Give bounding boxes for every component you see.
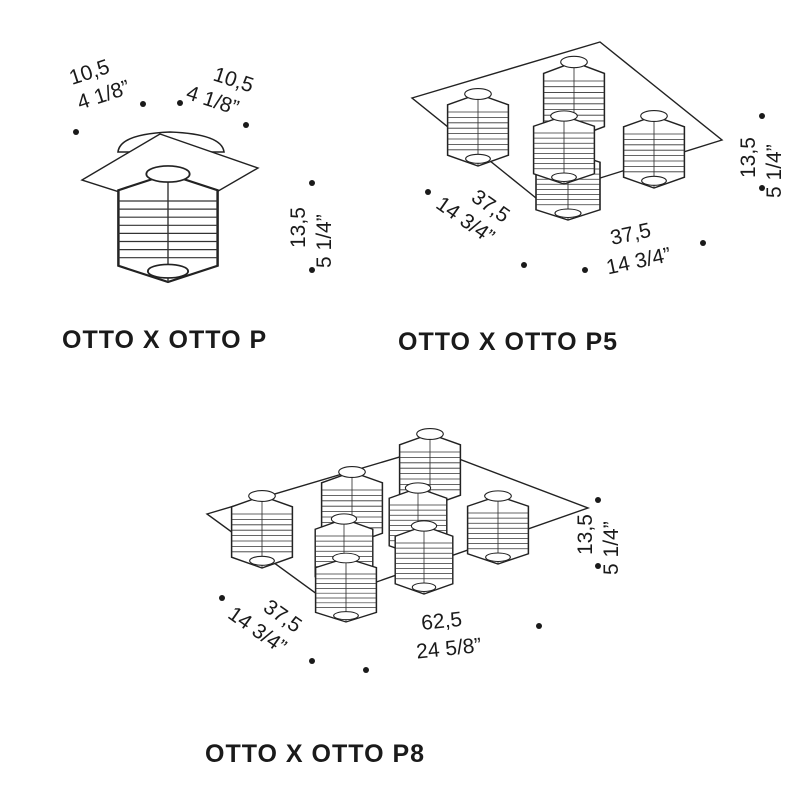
- product-title-p5: OTTO X OTTO P5: [398, 328, 618, 356]
- product-p5-dimension-height: 13,5 5 1/4”: [737, 137, 786, 198]
- svg-text:37,5: 37,5: [608, 219, 653, 250]
- product-p8-drawing: [205, 427, 591, 623]
- product-p8-dimension-height: 13,5 5 1/4”: [574, 514, 623, 575]
- product-p-dimension-a: 10,5 4 1/8”: [66, 55, 132, 114]
- product-p-dimension-b: 10,5 4 1/8”: [183, 63, 256, 120]
- svg-text:62,5: 62,5: [420, 608, 463, 635]
- svg-text:13,5: 13,5: [737, 137, 760, 178]
- product-p-drawing: [80, 131, 260, 284]
- svg-text:5 1/4”: 5 1/4”: [763, 144, 786, 198]
- product-p8-dimension-width: 62,5 24 5/8”: [415, 608, 482, 664]
- product-title-p: OTTO X OTTO P: [62, 326, 267, 354]
- product-p5-drawing: [410, 41, 724, 221]
- product-p5-dimension-depth: 37,5 14 3/4”: [432, 185, 514, 248]
- product-p8-dimension-markers: [219, 497, 601, 673]
- product-p5-dimension-markers: [425, 113, 765, 273]
- product-title-p8: OTTO X OTTO P8: [205, 740, 425, 768]
- product-p5-dimension-width: 37,5 14 3/4”: [604, 219, 673, 279]
- product-p8-dimension-depth: 37,5 14 3/4”: [224, 595, 306, 658]
- product-p-dimension-height: 13,5 5 1/4”: [287, 207, 336, 268]
- product-p-dimension-markers: [73, 100, 315, 273]
- svg-text:13,5: 13,5: [287, 207, 310, 248]
- svg-text:5 1/4”: 5 1/4”: [600, 521, 623, 575]
- svg-text:13,5: 13,5: [574, 514, 597, 555]
- svg-text:5 1/4”: 5 1/4”: [313, 214, 336, 268]
- svg-text:24 5/8”: 24 5/8”: [415, 634, 482, 664]
